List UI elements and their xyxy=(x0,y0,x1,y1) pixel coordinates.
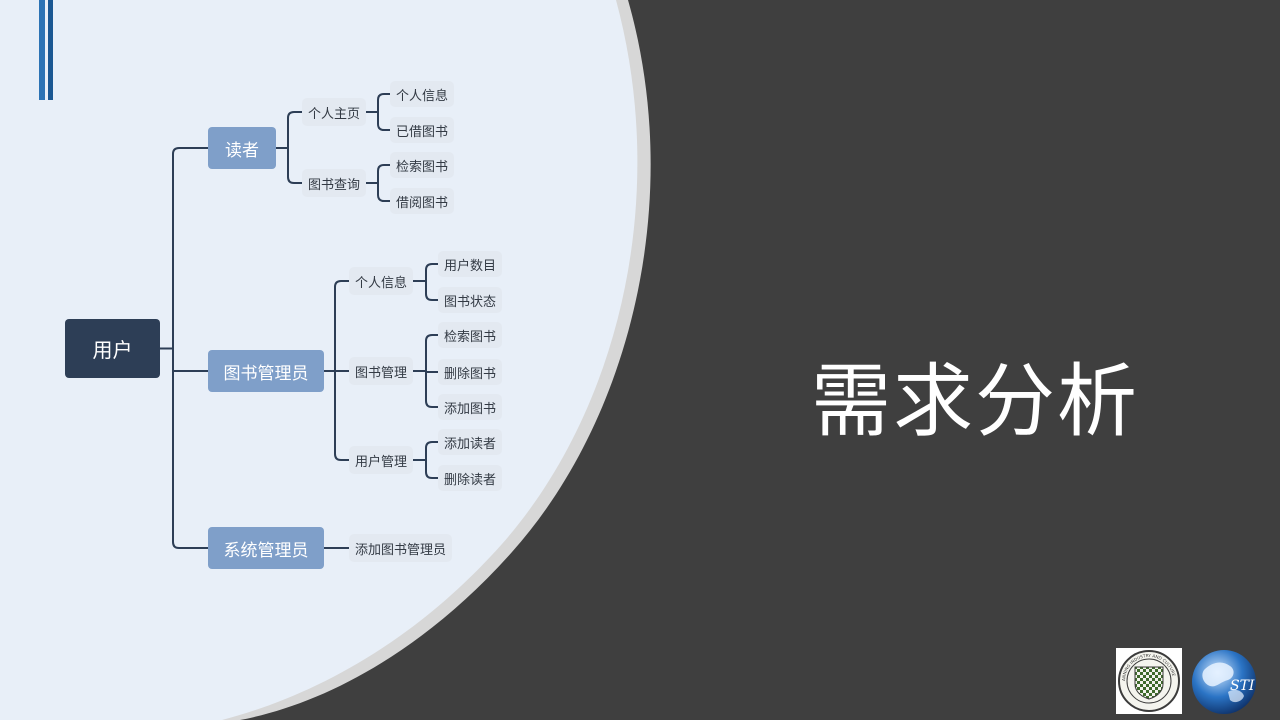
mindmap-root: 用户 xyxy=(65,319,160,378)
mindmap-leaf: 图书状态 xyxy=(438,287,503,313)
mindmap-leaf: 借阅图书 xyxy=(390,188,455,214)
mindmap-subtopic: 图书查询 xyxy=(302,169,367,197)
mindmap-branch: 系统管理员 xyxy=(208,527,324,569)
mindmap-branch: 图书管理员 xyxy=(208,350,324,392)
mindmap-leaf: 已借图书 xyxy=(390,117,455,143)
slide-title: 需求分析 xyxy=(811,355,1139,448)
university-seal-logo: ANNING INDUSTRY AND CULTURE xyxy=(1116,648,1182,714)
mindmap-leaf: 删除图书 xyxy=(438,359,503,385)
globe-logo: STI xyxy=(1190,648,1258,716)
mindmap-leaf: 添加图书 xyxy=(438,394,503,420)
subtopic-1-2-connector-trunk xyxy=(425,441,433,479)
accent-bar-right xyxy=(48,0,53,100)
mindmap-leaf: 个人信息 xyxy=(390,81,455,107)
subtopic-0-0-connector-trunk xyxy=(377,93,385,131)
subtopic-1-0-connector-trunk xyxy=(425,263,433,301)
mindmap-subtopic: 个人信息 xyxy=(349,267,414,295)
root-connector-trunk xyxy=(172,147,180,549)
mindmap-subtopic: 用户管理 xyxy=(349,446,414,474)
branch-0-connector-trunk xyxy=(287,111,295,184)
subtopic-0-1-connector-trunk xyxy=(377,164,385,202)
mindmap-subtopic: 图书管理 xyxy=(349,357,414,385)
mindmap-leaf: 检索图书 xyxy=(390,152,455,178)
mindmap-leaf: 添加读者 xyxy=(438,429,503,455)
mindmap-subtopic: 添加图书管理员 xyxy=(349,534,453,562)
mindmap-branch: 读者 xyxy=(208,127,276,169)
mindmap-subtopic: 个人主页 xyxy=(302,98,367,126)
globe-logo-text: STI xyxy=(1230,678,1255,694)
mindmap-leaf: 用户数目 xyxy=(438,251,503,277)
mindmap-leaf: 删除读者 xyxy=(438,465,503,491)
accent-bar-left xyxy=(39,0,45,100)
mindmap-leaf: 检索图书 xyxy=(438,322,503,348)
